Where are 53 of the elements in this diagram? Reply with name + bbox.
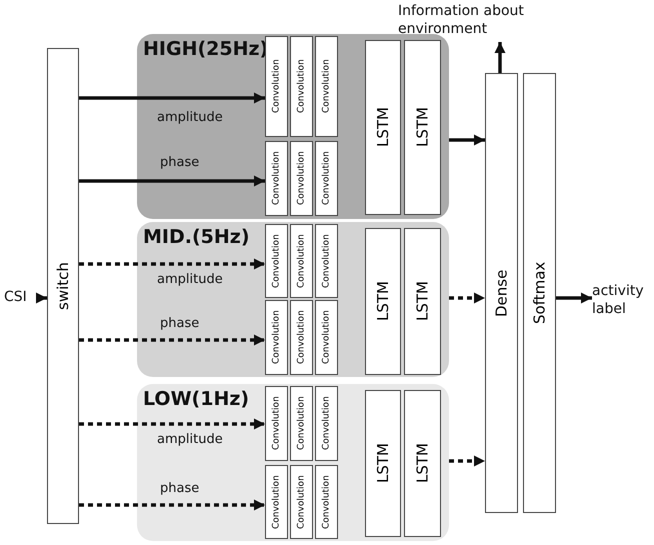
edge-label: amplitude bbox=[157, 432, 223, 447]
edge-label: phase bbox=[160, 155, 200, 170]
lstm-layer-box: LSTM bbox=[404, 40, 441, 215]
convolution-layer-box: Convolution bbox=[265, 141, 288, 216]
convolution-layer-box: Convolution bbox=[315, 465, 338, 539]
edge-label: phase bbox=[160, 481, 200, 496]
arrow bbox=[494, 42, 506, 73]
edge-label: amplitude bbox=[157, 110, 223, 125]
arrow bbox=[449, 292, 485, 304]
arrow bbox=[449, 456, 485, 466]
group-title: LOW(1Hz) bbox=[143, 388, 250, 410]
convolution-layer-box: Convolution bbox=[315, 36, 338, 137]
convolution-layer-box: Convolution bbox=[265, 36, 288, 137]
convolution-layer-box: Convolution bbox=[315, 386, 338, 461]
lstm-layer-box: LSTM bbox=[365, 390, 401, 537]
lstm-layer-box: LSTM bbox=[365, 228, 401, 375]
arrow bbox=[79, 500, 265, 510]
arrow bbox=[79, 418, 265, 430]
lstm-layer-box: LSTM bbox=[404, 228, 441, 375]
convolution-layer-box: Convolution bbox=[315, 300, 338, 375]
switch-box: switch bbox=[47, 48, 79, 524]
input-label: CSI bbox=[4, 288, 38, 308]
arrow bbox=[36, 292, 47, 304]
group-title: MID.(5Hz) bbox=[143, 226, 250, 248]
convolution-layer-box: Convolution bbox=[265, 300, 288, 375]
arrow bbox=[79, 176, 265, 186]
arrow bbox=[79, 92, 265, 104]
convolution-layer-box: Convolution bbox=[265, 465, 288, 539]
output-label: Information about environment bbox=[398, 2, 568, 42]
convolution-layer-box: Convolution bbox=[290, 141, 313, 216]
convolution-layer-box: Convolution bbox=[290, 465, 313, 539]
arrow bbox=[449, 134, 485, 146]
convolution-layer-box: Convolution bbox=[290, 386, 313, 461]
convolution-layer-box: Convolution bbox=[315, 224, 338, 298]
group-panel bbox=[137, 34, 449, 219]
softmax-layer-box: Softmax bbox=[523, 73, 556, 513]
convolution-layer-box: Convolution bbox=[290, 300, 313, 375]
edge-label: phase bbox=[160, 316, 200, 331]
lstm-layer-box: LSTM bbox=[404, 390, 441, 537]
dense-layer-box: Dense bbox=[485, 73, 518, 513]
edge-label: amplitude bbox=[157, 272, 223, 287]
convolution-layer-box: Convolution bbox=[315, 141, 338, 216]
arrow bbox=[556, 292, 592, 304]
convolution-layer-box: Convolution bbox=[290, 36, 313, 137]
group-panel bbox=[137, 384, 449, 541]
arrow bbox=[79, 334, 265, 346]
convolution-layer-box: Convolution bbox=[265, 386, 288, 461]
convolution-layer-box: Convolution bbox=[265, 224, 288, 298]
group-panel bbox=[137, 222, 449, 377]
lstm-layer-box: LSTM bbox=[365, 40, 401, 215]
convolution-layer-box: Convolution bbox=[290, 224, 313, 298]
output-label: activity label bbox=[592, 282, 652, 322]
arrow bbox=[79, 258, 265, 270]
